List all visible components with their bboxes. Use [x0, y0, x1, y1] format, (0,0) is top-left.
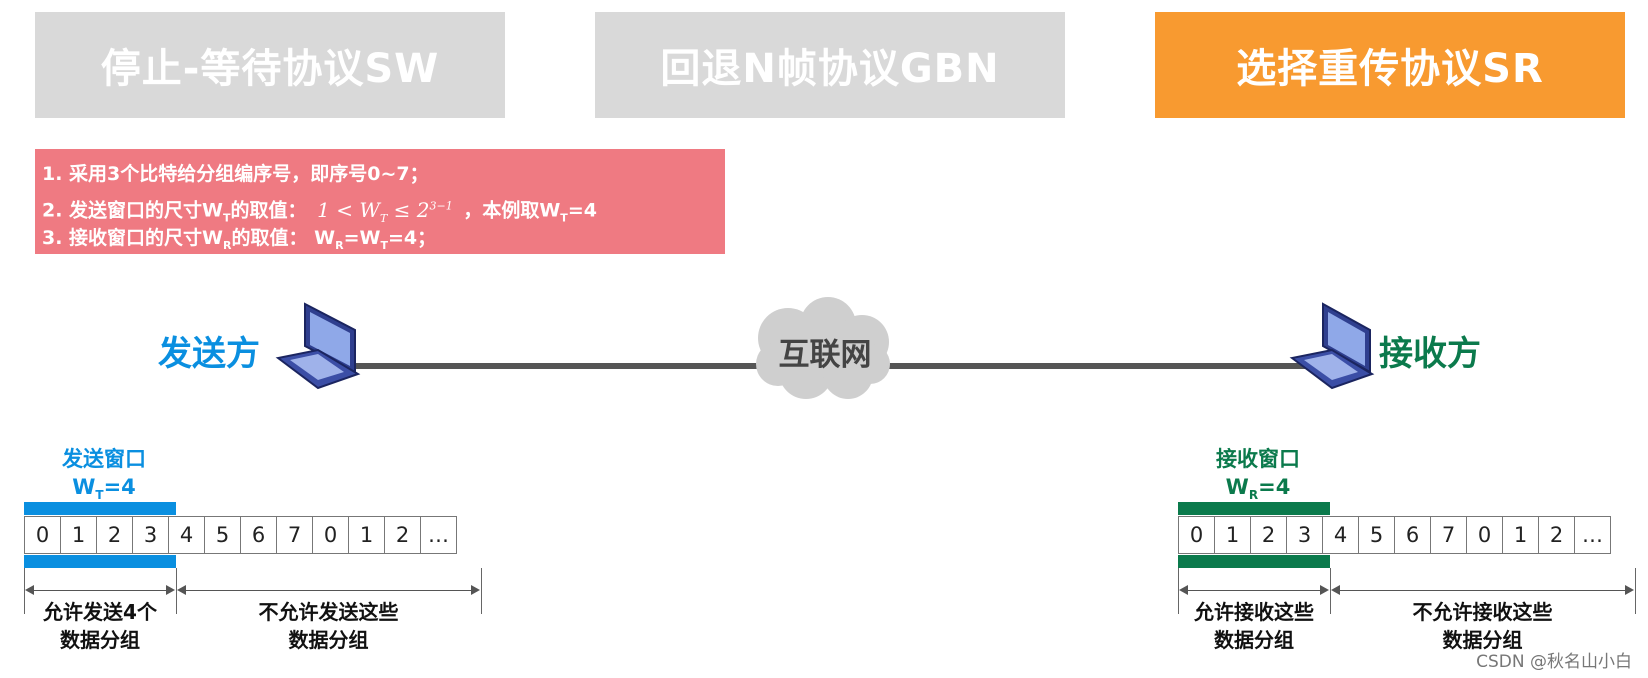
sequence-cell: 4	[168, 516, 205, 554]
caption-line: 允许发送4个	[24, 598, 176, 626]
receiver-laptop-icon	[1292, 304, 1372, 388]
watermark: CSDN @秋名山小白	[1476, 647, 1632, 672]
sequence-cell: 2	[1250, 516, 1287, 554]
caption-line: 数据分组	[176, 626, 481, 654]
sequence-cell: 0	[1178, 516, 1215, 554]
sender-window-title: 发送窗口	[24, 443, 184, 473]
size-label: =4	[104, 475, 136, 499]
sender-window-top-bar	[24, 502, 176, 515]
dimension-tick	[481, 568, 482, 614]
sender-disallowed-caption: 不允许发送这些 数据分组	[176, 598, 481, 654]
receiver-label: 接收方	[1379, 326, 1481, 375]
sequence-cell: 7	[1430, 516, 1467, 554]
arrow-left-icon	[177, 585, 186, 595]
receiver-window-top-bar	[1178, 502, 1330, 515]
size-label: W	[72, 475, 95, 499]
sequence-cell: 0	[24, 516, 61, 554]
sender-window-size: WT=4	[24, 475, 184, 502]
receiver-window-size: WR=4	[1178, 475, 1338, 502]
sequence-cell: 1	[1502, 516, 1539, 554]
allowed-range-line	[28, 590, 172, 591]
receiver-window-title: 接收窗口	[1178, 443, 1338, 473]
sequence-cell: 1	[60, 516, 97, 554]
caption-line: 数据分组	[1178, 626, 1330, 654]
sequence-cell: 4	[1322, 516, 1359, 554]
sequence-cell: 2	[1538, 516, 1575, 554]
sender-window-bottom-bar	[24, 555, 176, 568]
arrow-right-icon	[1320, 585, 1329, 595]
sender-sequence-row: 01234567012…	[24, 516, 457, 554]
sequence-cell: 0	[312, 516, 349, 554]
size-label: =4	[1258, 475, 1290, 499]
sequence-cell: …	[1574, 516, 1611, 554]
arrow-right-icon	[1625, 585, 1634, 595]
sequence-cell: 6	[1394, 516, 1431, 554]
sequence-cell: 7	[276, 516, 313, 554]
size-subscript: R	[1249, 488, 1258, 502]
arrow-right-icon	[471, 585, 480, 595]
sender-label: 发送方	[158, 326, 260, 375]
sequence-cell: 5	[204, 516, 241, 554]
sequence-cell: 1	[348, 516, 385, 554]
sender-laptop-icon	[278, 304, 358, 388]
caption-line: 数据分组	[24, 626, 176, 654]
caption-line: 允许接收这些	[1178, 598, 1330, 626]
receiver-window-bottom-bar	[1178, 555, 1330, 568]
sequence-cell: 2	[96, 516, 133, 554]
disallowed-range-line	[180, 590, 477, 591]
arrow-left-icon	[25, 585, 34, 595]
arrow-left-icon	[1331, 585, 1340, 595]
cloud-label: 互联网	[760, 329, 890, 374]
sequence-cell: 0	[1466, 516, 1503, 554]
sequence-cell: 1	[1214, 516, 1251, 554]
arrow-left-icon	[1179, 585, 1188, 595]
sequence-cell: …	[420, 516, 457, 554]
sequence-cell: 3	[1286, 516, 1323, 554]
receiver-allowed-caption: 允许接收这些 数据分组	[1178, 598, 1330, 654]
size-label: W	[1226, 475, 1249, 499]
sender-allowed-caption: 允许发送4个 数据分组	[24, 598, 176, 654]
sequence-cell: 6	[240, 516, 277, 554]
sequence-cell: 5	[1358, 516, 1395, 554]
allowed-range-line	[1182, 590, 1326, 591]
caption-line: 不允许接收这些	[1330, 598, 1635, 626]
receiver-disallowed-caption: 不允许接收这些 数据分组	[1330, 598, 1635, 654]
size-subscript: T	[95, 488, 103, 502]
dimension-tick	[1635, 568, 1636, 614]
arrow-right-icon	[166, 585, 175, 595]
sequence-cell: 3	[132, 516, 169, 554]
sequence-cell: 2	[384, 516, 421, 554]
caption-line: 不允许发送这些	[176, 598, 481, 626]
disallowed-range-line	[1334, 590, 1631, 591]
